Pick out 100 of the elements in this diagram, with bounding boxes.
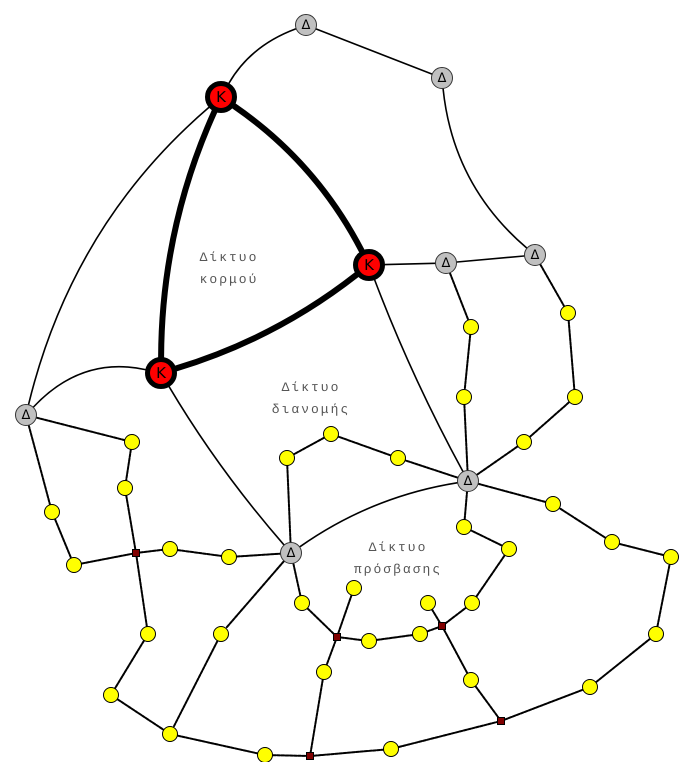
- dashed-cable-line: [463, 404, 468, 471]
- cable-line: [315, 28, 433, 75]
- cable-line: [32, 366, 146, 408]
- junction-square: [132, 549, 140, 557]
- dashed-cable-line: [172, 640, 218, 728]
- dashed-cable-line: [306, 608, 336, 636]
- cable-line: [384, 262, 436, 266]
- access-node: [66, 557, 82, 573]
- junction-square: [497, 717, 505, 725]
- access-node: [140, 626, 156, 642]
- thick-cable-line: [231, 103, 365, 254]
- dashed-cable-line: [476, 446, 518, 476]
- dashed-cable-line: [54, 518, 72, 559]
- dashed-cable-line: [464, 491, 468, 520]
- dashed-cable-line: [125, 494, 136, 550]
- access-node: [560, 305, 576, 321]
- junction-square: [333, 633, 341, 641]
- access-node: [162, 726, 178, 742]
- dashed-cable-line: [431, 608, 441, 624]
- access-node: [221, 549, 237, 565]
- core-node: Κ: [205, 81, 237, 113]
- access-node: [44, 504, 60, 520]
- dashed-cable-line: [470, 530, 503, 546]
- dashed-cable-line: [310, 678, 324, 754]
- dashed-cable-line: [504, 688, 584, 721]
- thick-cable-line: [158, 108, 218, 360]
- dashed-cable-line: [292, 562, 302, 596]
- access-node: [346, 580, 362, 596]
- dashed-cable-line: [449, 272, 470, 320]
- dashed-cable-line: [618, 543, 664, 556]
- dashed-cable-line: [529, 401, 570, 438]
- junction-square: [438, 622, 446, 630]
- cable-line: [456, 255, 525, 263]
- distribution-node: Δ: [435, 252, 457, 274]
- junction-square: [306, 752, 314, 760]
- access-node: [516, 434, 532, 450]
- distribution-node: Δ: [431, 67, 453, 89]
- cable-line: [299, 482, 458, 548]
- dashed-cable-line: [338, 436, 392, 456]
- access-node: [390, 450, 406, 466]
- access-node: [648, 626, 664, 642]
- cable-line: [28, 106, 210, 406]
- cable-line: [442, 88, 528, 249]
- network-label: Δίκτυο πρόσβασης: [352, 539, 444, 579]
- access-node: [383, 741, 399, 757]
- access-node: [456, 389, 472, 405]
- distribution-node: Δ: [295, 14, 317, 36]
- dashed-cable-line: [225, 560, 285, 629]
- access-node: [316, 664, 332, 680]
- dashed-cable-line: [293, 436, 325, 456]
- dashed-cable-line: [136, 556, 148, 628]
- access-node: [567, 389, 583, 405]
- distribution-node: Δ: [280, 542, 302, 564]
- dashed-cable-line: [568, 320, 576, 390]
- dashed-cable-line: [376, 634, 414, 641]
- dashed-cable-line: [474, 686, 500, 719]
- dashed-cable-line: [125, 448, 132, 482]
- dashed-cable-line: [116, 698, 164, 731]
- core-node: Κ: [145, 357, 177, 389]
- dashed-cable-line: [176, 734, 258, 754]
- dashed-cable-line: [398, 721, 498, 748]
- access-node: [464, 595, 480, 611]
- dashed-cable-line: [539, 264, 565, 307]
- access-node: [213, 626, 229, 642]
- access-node: [412, 626, 428, 642]
- cable-line: [228, 28, 296, 84]
- dashed-cable-line: [426, 626, 440, 632]
- access-node: [323, 426, 339, 442]
- access-node: [663, 549, 679, 565]
- dashed-cable-line: [313, 748, 384, 757]
- distribution-node: Δ: [524, 244, 546, 266]
- access-node: [361, 633, 377, 649]
- access-node: [582, 679, 598, 695]
- access-node: [545, 496, 561, 512]
- dashed-cable-line: [464, 334, 472, 390]
- access-node: [124, 434, 140, 450]
- dashed-cable-line: [236, 552, 281, 558]
- dashed-cable-line: [558, 507, 606, 539]
- core-node: Κ: [353, 249, 385, 281]
- distribution-node: Δ: [15, 404, 37, 426]
- access-node: [103, 687, 119, 703]
- access-node: [463, 672, 479, 688]
- dashed-cable-line: [286, 465, 292, 543]
- dashed-cable-line: [176, 549, 222, 557]
- dashed-cable-line: [404, 460, 458, 479]
- access-node: [420, 595, 436, 611]
- access-node: [294, 595, 310, 611]
- cable-line: [374, 279, 464, 472]
- access-node: [257, 747, 273, 762]
- dashed-cable-line: [114, 640, 145, 690]
- dashed-cable-line: [595, 638, 651, 683]
- dashed-cable-line: [444, 606, 467, 625]
- dashed-cable-line: [442, 628, 468, 674]
- dashed-cable-line: [476, 554, 506, 598]
- dashed-cable-line: [478, 482, 546, 503]
- network-label: Δίκτυο διανομής: [270, 379, 352, 419]
- dashed-cable-line: [36, 416, 126, 441]
- dashed-cable-line: [337, 594, 352, 634]
- access-node: [162, 541, 178, 557]
- cable-line: [168, 386, 285, 546]
